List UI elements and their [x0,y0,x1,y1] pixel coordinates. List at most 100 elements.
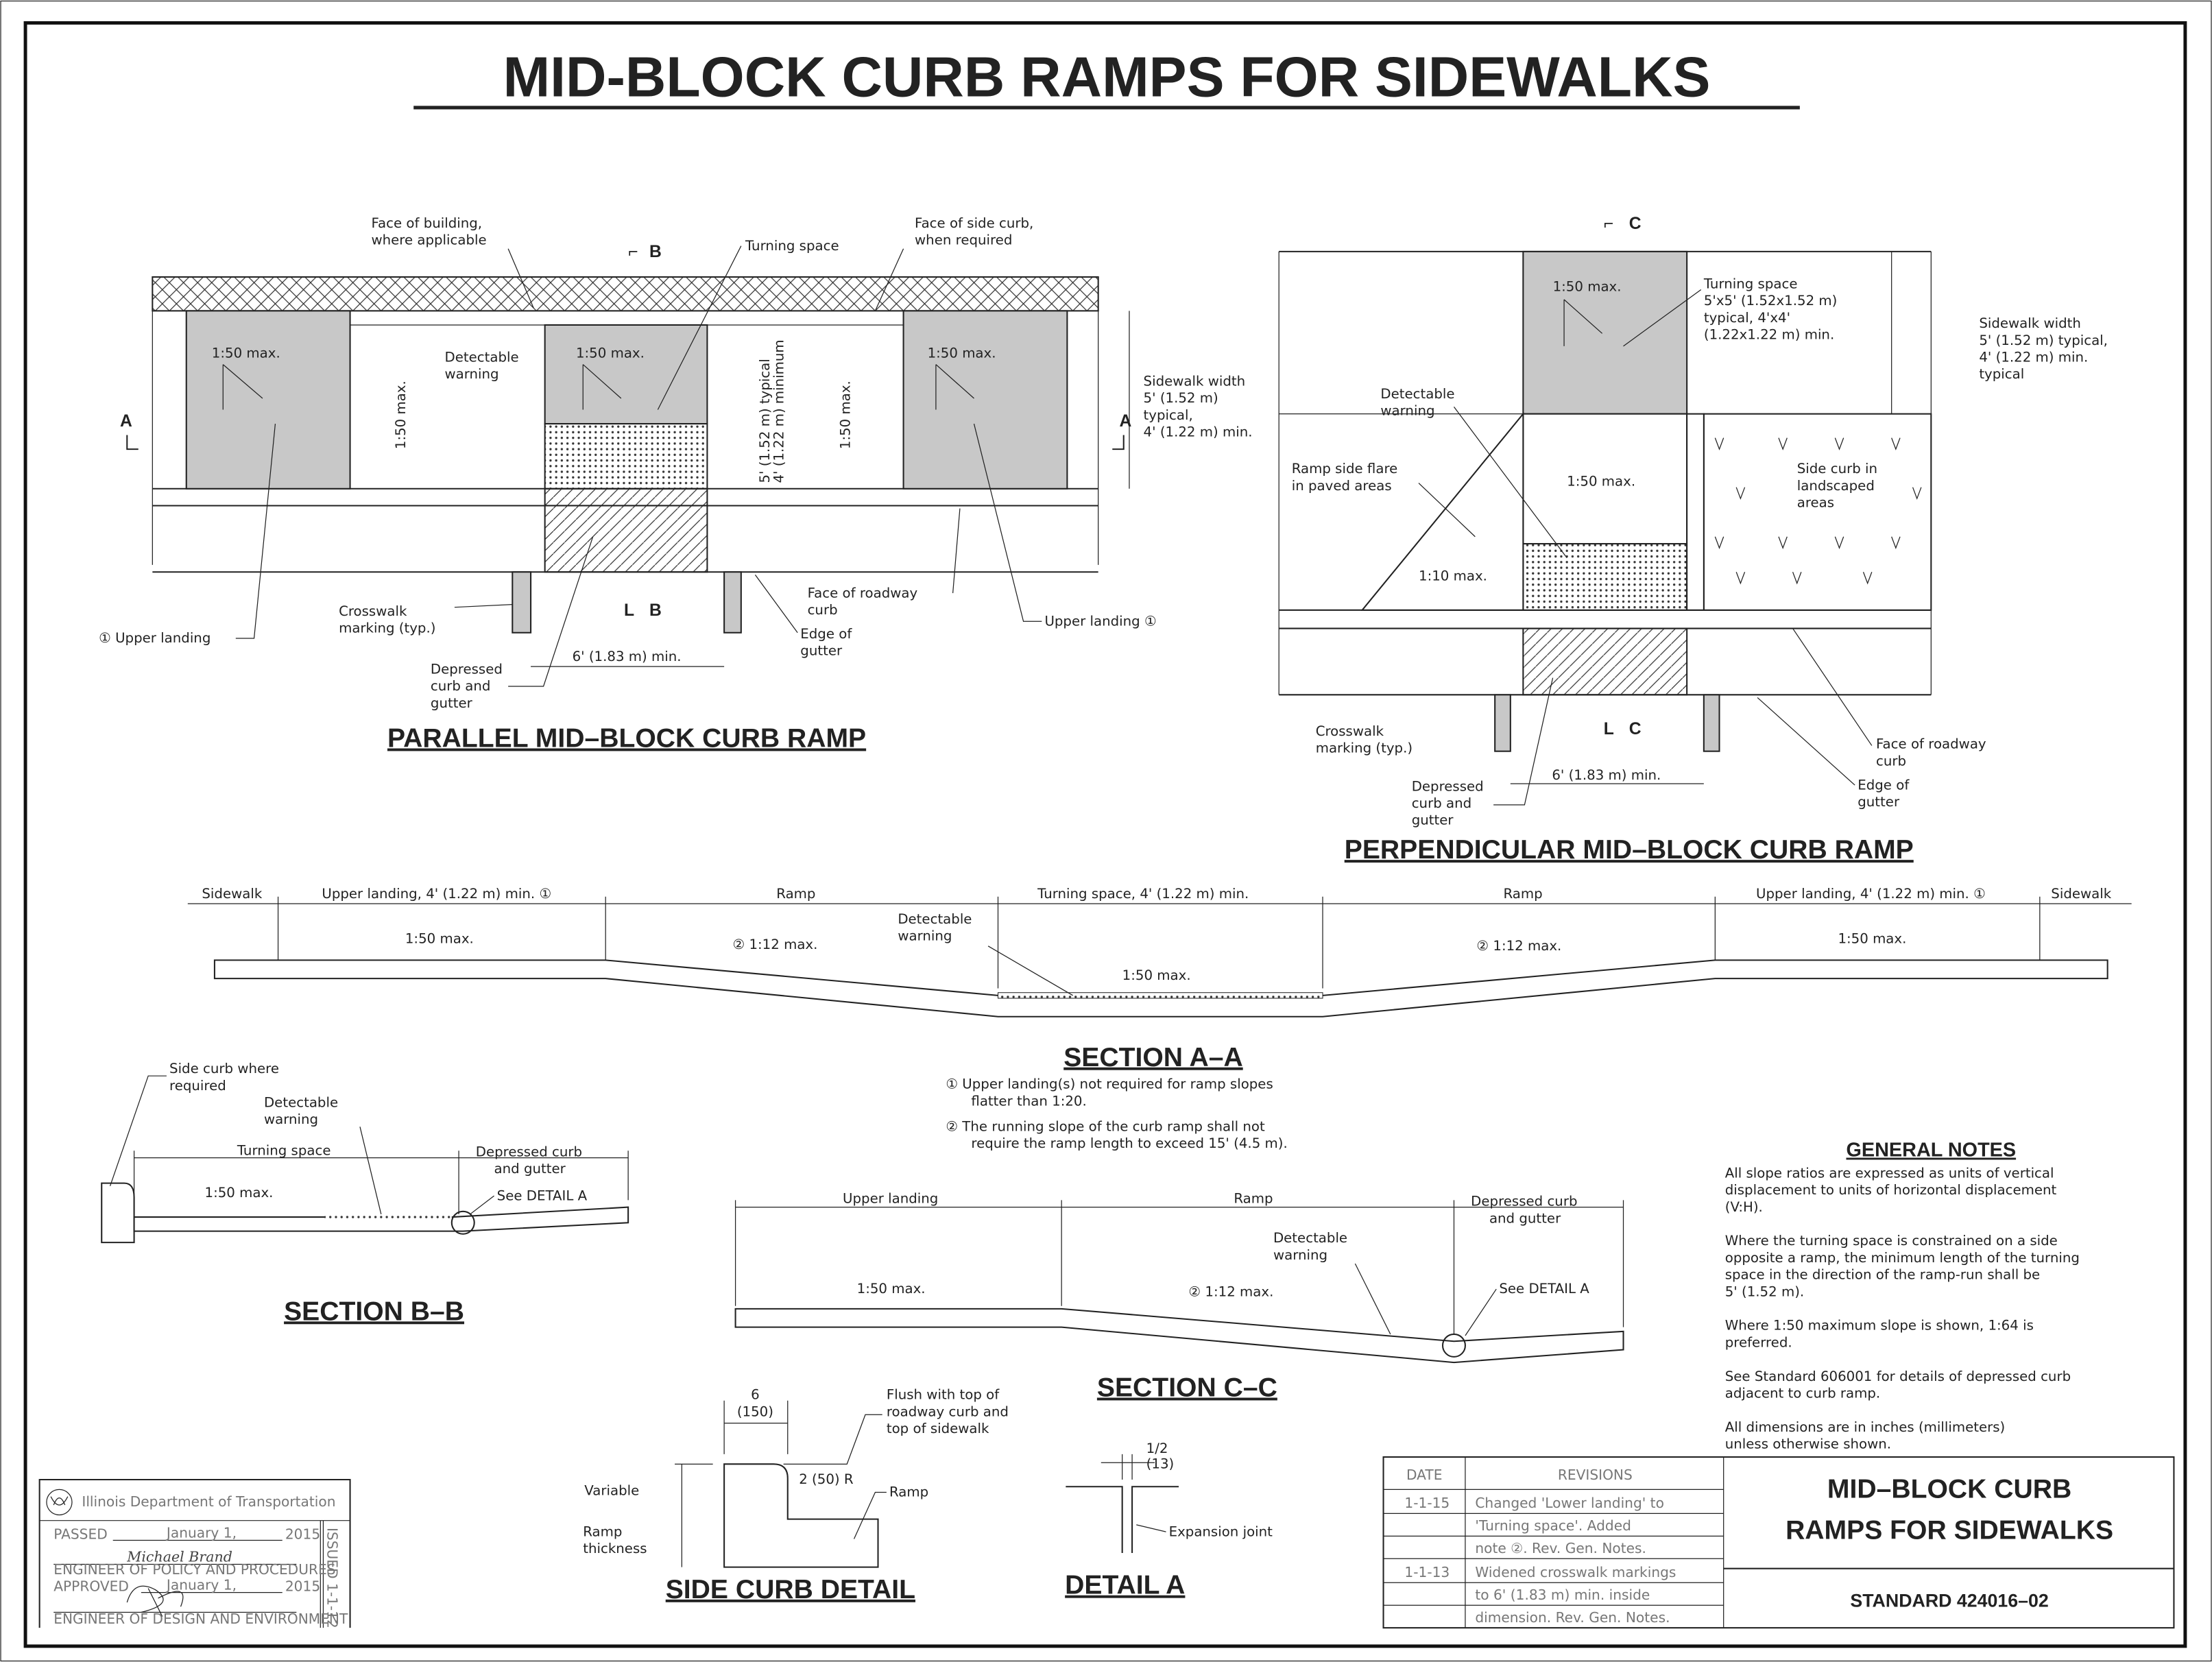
label: 5' (1.52 m) [1144,390,1218,406]
note-line: space in the direction of the ramp-run s… [1725,1267,2040,1283]
label: 5' (1.52 m) typical [757,359,773,483]
section-b-b-caption: SECTION B–B [284,1297,464,1326]
detectable-warning [997,992,1323,999]
label: Detectable [1380,386,1454,402]
note-line: See Standard 606001 for details of depre… [1725,1369,2071,1384]
agency-name: Illinois Department of Transportation [82,1493,335,1510]
slope-label: 1:50 max. [1567,474,1635,490]
label: 5'x5' (1.52x1.52 m) [1704,293,1838,309]
section-c-c: Upper landing Ramp Depressed curb and gu… [734,1190,1624,1403]
label: Detectable [264,1094,338,1110]
approval-block: Illinois Department of Transportation PA… [38,1478,351,1628]
revision-text: dimension. Rev. Gen. Notes. [1475,1609,1670,1626]
note-line: Where 1:50 maximum slope is shown, 1:64 … [1725,1318,2034,1334]
label: curb and [1412,795,1471,811]
label: ① Upper landing [99,630,211,646]
dimension-label: and gutter [494,1161,566,1177]
label: ENGINEER OF POLICY AND PROCEDURES [53,1561,335,1578]
slope-label: ② 1:12 max. [732,937,817,952]
note-line: preferred. [1725,1334,1792,1350]
dimension-label: (150) [737,1404,773,1419]
slope-label: ② 1:12 max. [1476,938,1561,954]
label: APPROVED [53,1578,129,1595]
dimension-label: Turning space [237,1142,331,1158]
dimension-label: Turning space, 4' (1.22 m) min. [1037,886,1249,902]
label: Ramp side flare [1292,461,1398,477]
slope-label: ② 1:12 max. [1188,1284,1273,1299]
slope-label: 1:10 max. [1419,568,1487,584]
label: Detectable [444,349,518,365]
label: curb [808,602,838,618]
label: top of sidewalk [887,1421,989,1436]
section-marker-c: C [1629,215,1642,233]
side-curb [1686,413,1705,611]
note-line: displacement to units of horizontal disp… [1725,1182,2057,1198]
section-c-c-caption: SECTION C–C [1097,1373,1277,1403]
date: January 1, [165,1524,237,1541]
section-marker-b: B [649,601,662,620]
label: where applicable [371,232,486,248]
label: typical, [1144,407,1193,423]
slope-label: 1:50 max. [405,931,474,947]
landscaped-area [1703,413,1932,611]
section-marker-a: A [120,412,132,431]
general-notes-heading: GENERAL NOTES [1847,1140,2017,1161]
note: require the ramp length to exceed 15' (4… [971,1135,1287,1151]
label: See DETAIL A [497,1188,588,1203]
upper-landing-right [902,310,1068,490]
sheet-border [23,21,2187,1648]
label: Expansion joint [1169,1524,1273,1539]
dimension-label: Upper landing, 4' (1.22 m) min. ① [322,886,551,902]
label: warning [898,928,952,944]
label: Ramp [583,1524,622,1539]
revision-rows: 1-1-15 Changed 'Lower landing' to 'Turni… [1404,1495,1676,1626]
note: ① Upper landing(s) not required for ramp… [946,1076,1273,1092]
slope-label: 1:50 max. [1122,967,1191,983]
label: 4' (1.22 m) min. [1979,349,2088,365]
label: Sidewalk width [1979,315,2081,331]
section-marker-b: B [649,243,662,261]
label: Crosswalk [339,603,407,619]
section-marker-c: C [1629,720,1642,738]
label: marking (typ.) [339,621,435,636]
revisions-header: REVISIONS [1558,1467,1633,1483]
revision-text: 'Turning space'. Added [1475,1517,1631,1534]
note-line: unless otherwise shown. [1725,1436,1891,1452]
revision-text: Widened crosswalk markings [1475,1564,1676,1580]
label: Detectable [898,911,972,927]
detail-a-caption: DETAIL A [1065,1571,1185,1600]
depressed-curb-hatch [1522,627,1688,696]
label: Face of building, [371,215,482,231]
section-b-b: Side curb where required Detectable warn… [101,1061,629,1326]
dimension-label: 6' (1.83 m) min. [573,649,682,664]
label: areas [1797,495,1834,511]
title-block-title: MID–BLOCK CURB [1827,1475,2071,1504]
label: ENGINEER OF DESIGN AND ENVIRONMENT [53,1611,348,1627]
slope-label: 1:50 max. [1553,279,1622,295]
slope-label: 1:50 max. [576,345,645,361]
slope-label: 1:50 max. [212,345,280,361]
dimension-label: 6' (1.83 m) min. [1552,767,1661,783]
dimension-label: Ramp [1504,886,1543,902]
signature-scribble [126,1585,184,1617]
label: See DETAIL A [1499,1281,1589,1297]
label: Face of roadway [808,585,918,601]
label: Sidewalk width [1144,373,1246,389]
section-a-a: Sidewalk Upper landing, 4' (1.22 m) min.… [187,886,2132,1151]
label: 5' (1.52 m) typical, [1979,333,2108,348]
general-notes: GENERAL NOTES All slope ratios are expre… [1725,1140,2080,1452]
building-face-hatch [152,276,1099,312]
label: (1.22x1.22 m) min. [1704,327,1834,343]
standard-number: STANDARD 424016–02 [1850,1590,2048,1611]
label: Variable [584,1483,639,1499]
dimension-label: Depressed curb [476,1144,582,1160]
section-marker-b: ⌐ [628,243,638,261]
year: 2015 [285,1526,320,1542]
label: Flush with top of [887,1387,1000,1403]
parallel-plan: 6' (1.83 m) min. Face of building, where… [99,215,1252,754]
section-marker-c: L [1604,720,1614,738]
revisions-table: DATE REVISIONS 1-1-15 Changed 'Lower lan… [1382,1456,2175,1629]
side-curb-detail-caption: SIDE CURB DETAIL [666,1575,915,1604]
concrete-profile [734,1308,1624,1364]
title-block-title: RAMPS FOR SIDEWALKS [1786,1515,2113,1545]
